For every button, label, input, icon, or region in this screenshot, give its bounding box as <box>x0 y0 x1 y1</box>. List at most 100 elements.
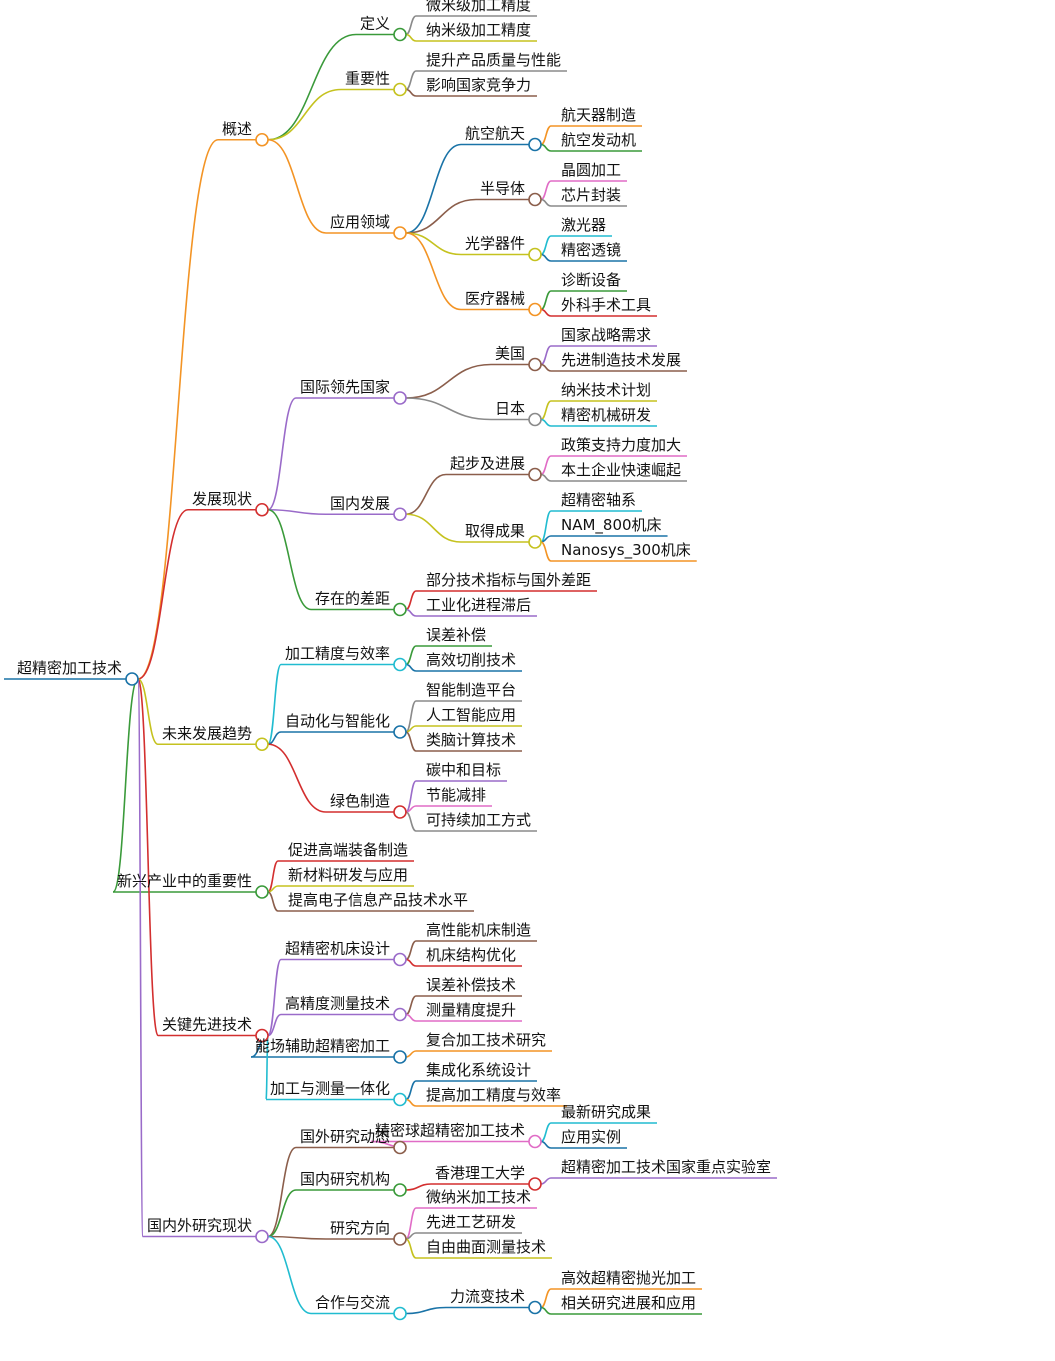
branch-node-label: 精密球超精密加工技术 <box>375 1122 525 1140</box>
node-toggle-dot[interactable] <box>393 507 407 522</box>
mind-map-link <box>405 1306 446 1315</box>
branch-node-label: 关键先进技术 <box>162 1016 252 1034</box>
mind-map-link <box>405 958 417 967</box>
branch-node-label: 存在的差距 <box>315 590 390 608</box>
branch-node-label: 应用领域 <box>330 213 390 231</box>
mind-map-link <box>137 138 219 680</box>
node-toggle-dot[interactable] <box>393 1007 407 1022</box>
node-toggle-dot[interactable] <box>528 535 542 549</box>
branch-node-label: 光学器件 <box>465 235 525 253</box>
branch-node-label: 半导体 <box>480 180 525 198</box>
branch-node-label: 能场辅助超精密加工 <box>255 1037 390 1055</box>
node-toggle-dot[interactable] <box>528 1177 542 1191</box>
node-toggle-dot[interactable] <box>528 1300 542 1315</box>
mind-map-link <box>405 608 417 617</box>
node-toggle-dot[interactable] <box>393 1306 407 1321</box>
branch-node-label: 日本 <box>495 400 525 418</box>
node-toggle-dot[interactable] <box>393 1183 407 1197</box>
node-toggle-dot[interactable] <box>393 1232 407 1246</box>
branch-node-label: 力流变技术 <box>450 1288 525 1306</box>
leaf-node-label: 先进工艺研发 <box>426 1213 516 1231</box>
mind-map-link <box>405 1013 417 1022</box>
node-toggle-dot[interactable] <box>255 737 269 752</box>
node-toggle-dot[interactable] <box>528 137 542 152</box>
branch-node-label: 研究方向 <box>330 1219 390 1237</box>
branch-node-label: 航空航天 <box>465 125 525 143</box>
leaf-node-label: 纳米级加工精度 <box>426 21 531 39</box>
node-toggle-dot[interactable] <box>528 357 542 372</box>
node-toggle-dot[interactable] <box>393 1050 407 1064</box>
mind-map-link <box>405 397 492 421</box>
branch-node-label: 香港理工大学 <box>435 1164 525 1182</box>
node-toggle-dot[interactable] <box>393 1140 407 1155</box>
leaf-node-label: 应用实例 <box>561 1128 621 1146</box>
leaf-node-label: 人工智能应用 <box>426 706 516 724</box>
node-toggle-dot[interactable] <box>393 602 407 617</box>
branch-node-label: 定义 <box>360 15 390 33</box>
mind-map-link <box>405 1183 432 1191</box>
leaf-node-label: 机床结构优化 <box>426 946 516 964</box>
mind-map-link <box>540 1177 552 1185</box>
mind-map-link <box>267 663 282 746</box>
node-toggle-dot[interactable] <box>393 725 407 739</box>
node-toggle-dot[interactable] <box>393 27 407 42</box>
leaf-node-label: 超精密加工技术国家重点实验室 <box>561 1158 771 1176</box>
mind-map-link <box>540 363 552 372</box>
mind-map-link <box>267 743 327 813</box>
leaf-node-label: 航空发动机 <box>561 131 636 149</box>
mind-map-link <box>540 198 552 207</box>
mind-map-link <box>405 198 477 234</box>
mind-map-link <box>405 70 417 91</box>
mind-map-link <box>405 33 417 42</box>
mind-map-link <box>267 1235 312 1315</box>
leaf-node-label: 影响国家竞争力 <box>426 76 531 94</box>
node-toggle-dot[interactable] <box>528 1134 542 1149</box>
node-toggle-dot[interactable] <box>393 391 407 405</box>
mind-map-link <box>267 860 279 893</box>
node-toggle-dot[interactable] <box>255 1028 269 1043</box>
node-toggle-dot[interactable] <box>393 952 407 967</box>
mind-map-link <box>405 1050 417 1058</box>
node-toggle-dot[interactable] <box>255 885 269 899</box>
mind-map-link <box>540 455 552 476</box>
node-toggle-dot[interactable] <box>255 1229 269 1244</box>
node-toggle-dot[interactable] <box>393 226 407 240</box>
mind-map-link <box>540 418 552 427</box>
leaf-node-label: 本土企业快速崛起 <box>561 461 681 479</box>
node-toggle-dot[interactable] <box>393 1092 407 1107</box>
node-toggle-dot[interactable] <box>528 467 542 482</box>
node-toggle-dot[interactable] <box>255 132 269 147</box>
leaf-node-label: 误差补偿技术 <box>426 976 516 994</box>
mind-map-link <box>540 143 552 152</box>
node-toggle-dot[interactable] <box>125 672 139 686</box>
leaf-node-label: 芯片封装 <box>561 186 621 204</box>
mind-map-link <box>540 253 552 262</box>
branch-node-label: 起步及进展 <box>450 455 525 473</box>
mind-map-link <box>540 541 552 562</box>
mind-map-link <box>540 510 552 543</box>
leaf-node-label: 智能制造平台 <box>426 681 516 699</box>
leaf-node-label: 集成化系统设计 <box>426 1061 531 1079</box>
leaf-node-label: 新材料研发与应用 <box>288 866 408 884</box>
leaf-node-label: 类脑计算技术 <box>426 731 516 749</box>
leaf-node-label: 复合加工技术研究 <box>426 1031 546 1049</box>
node-toggle-dot[interactable] <box>528 247 542 262</box>
node-toggle-dot[interactable] <box>393 805 407 819</box>
node-toggle-dot[interactable] <box>393 82 407 97</box>
leaf-node-label: 外科手术工具 <box>561 296 651 314</box>
mind-map-nodes: 超精密加工技术概述定义微米级加工精度纳米级加工精度重要性提升产品质量与性能影响国… <box>17 0 771 1321</box>
leaf-node-label: 诊断设备 <box>561 271 621 289</box>
leaf-node-label: 提高电子信息产品技术水平 <box>288 891 468 909</box>
mind-map-link <box>540 400 552 421</box>
mind-map-link <box>405 473 447 516</box>
node-toggle-dot[interactable] <box>528 302 542 317</box>
leaf-node-label: 部分技术指标与国外差距 <box>426 571 591 589</box>
node-toggle-dot[interactable] <box>528 412 542 427</box>
mind-map-link <box>267 1146 297 1238</box>
branch-node-label: 重要性 <box>345 70 390 88</box>
leaf-node-label: 相关研究进展和应用 <box>561 1294 696 1312</box>
mind-map-link <box>540 235 552 256</box>
node-toggle-dot[interactable] <box>393 657 407 672</box>
node-toggle-dot[interactable] <box>528 192 542 207</box>
node-toggle-dot[interactable] <box>255 502 269 517</box>
